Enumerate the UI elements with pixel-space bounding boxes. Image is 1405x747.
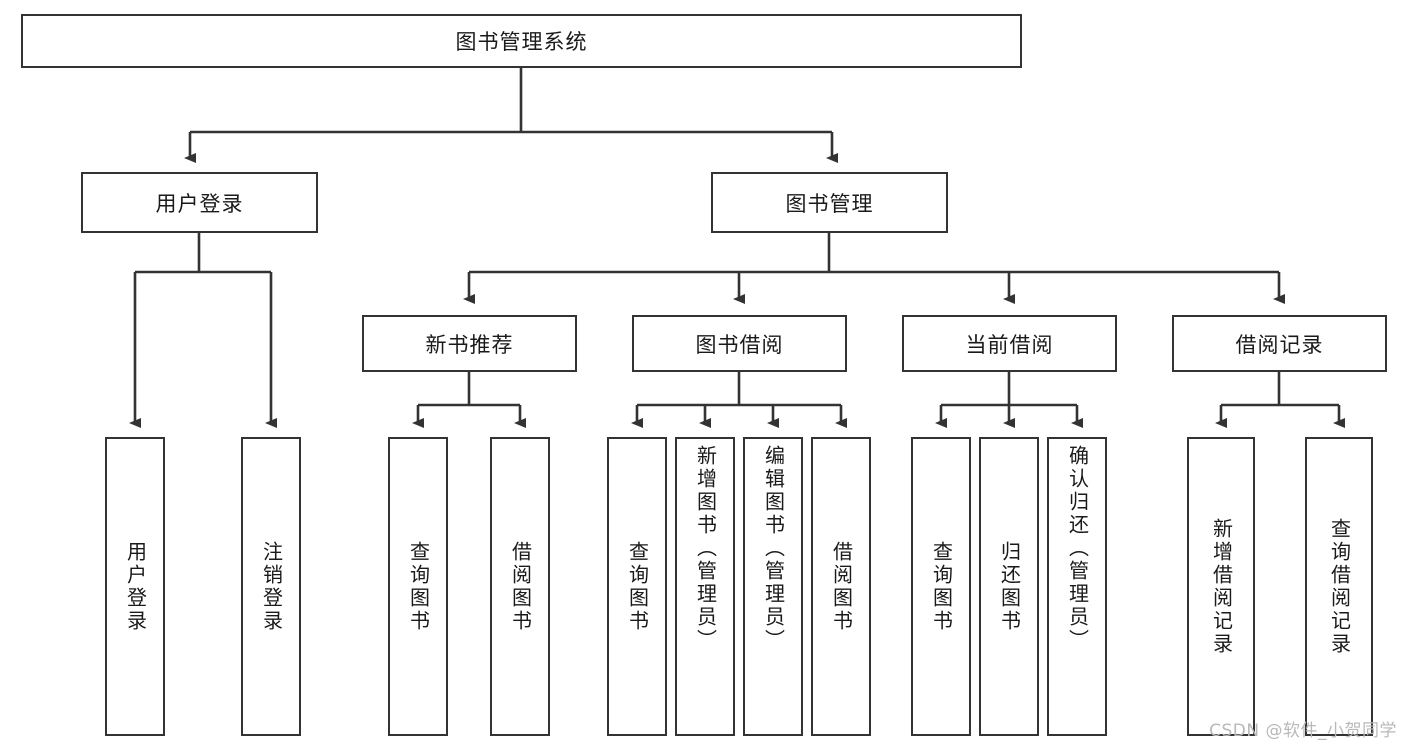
node-label: 查询借阅记录 (1327, 517, 1352, 656)
node-label: 新书推荐 (425, 332, 514, 357)
node-book-management[interactable]: 图书管理 (711, 172, 948, 233)
node-label: 查询图书 (929, 540, 954, 633)
leaf-borrow-edit-book-admin[interactable]: 编辑图书（管理员） (743, 437, 803, 736)
leaf-current-return-book[interactable]: 归还图书 (979, 437, 1039, 736)
node-label: 当前借阅 (965, 332, 1054, 357)
node-label: 用户登录 (123, 540, 148, 633)
node-label: 新增借阅记录 (1209, 517, 1234, 656)
leaf-record-add-borrow-record[interactable]: 新增借阅记录 (1187, 437, 1255, 736)
leaf-borrow-add-book-admin[interactable]: 新增图书（管理员） (675, 437, 735, 736)
node-label: 查询图书 (625, 540, 650, 633)
node-new-book-recommend[interactable]: 新书推荐 (362, 315, 577, 372)
node-label: 查询图书 (406, 540, 431, 633)
node-root-book-management-system[interactable]: 图书管理系统 (21, 14, 1022, 68)
node-label: 借阅记录 (1235, 332, 1324, 357)
node-label: 编辑图书（管理员） (761, 445, 786, 652)
leaf-user-login-login[interactable]: 用户登录 (105, 437, 165, 736)
node-label: 注销登录 (259, 540, 284, 633)
node-label: 图书管理 (785, 191, 874, 216)
node-label: 借阅图书 (508, 540, 533, 633)
leaf-current-confirm-return-admin[interactable]: 确认归还（管理员） (1047, 437, 1107, 736)
node-label: 确认归还（管理员） (1065, 445, 1090, 652)
leaf-recommend-query-book[interactable]: 查询图书 (388, 437, 448, 736)
watermark: CSDN @软件_小贺同学 (1209, 721, 1397, 741)
node-label: 新增图书（管理员） (693, 445, 718, 652)
node-label: 借阅图书 (829, 540, 854, 633)
leaf-record-query-borrow-record[interactable]: 查询借阅记录 (1305, 437, 1373, 736)
leaf-borrow-borrow-book[interactable]: 借阅图书 (811, 437, 871, 736)
node-label: 图书管理系统 (455, 30, 588, 54)
node-label: 用户登录 (155, 191, 244, 216)
node-borrow-record[interactable]: 借阅记录 (1172, 315, 1387, 372)
node-current-borrow[interactable]: 当前借阅 (902, 315, 1117, 372)
leaf-recommend-borrow-book[interactable]: 借阅图书 (490, 437, 550, 736)
node-user-login[interactable]: 用户登录 (81, 172, 318, 233)
leaf-user-login-logout[interactable]: 注销登录 (241, 437, 301, 736)
leaf-current-query-book[interactable]: 查询图书 (911, 437, 971, 736)
node-label: 归还图书 (997, 540, 1022, 633)
node-book-borrow[interactable]: 图书借阅 (632, 315, 847, 372)
node-label: 图书借阅 (695, 332, 784, 357)
leaf-borrow-query-book[interactable]: 查询图书 (607, 437, 667, 736)
